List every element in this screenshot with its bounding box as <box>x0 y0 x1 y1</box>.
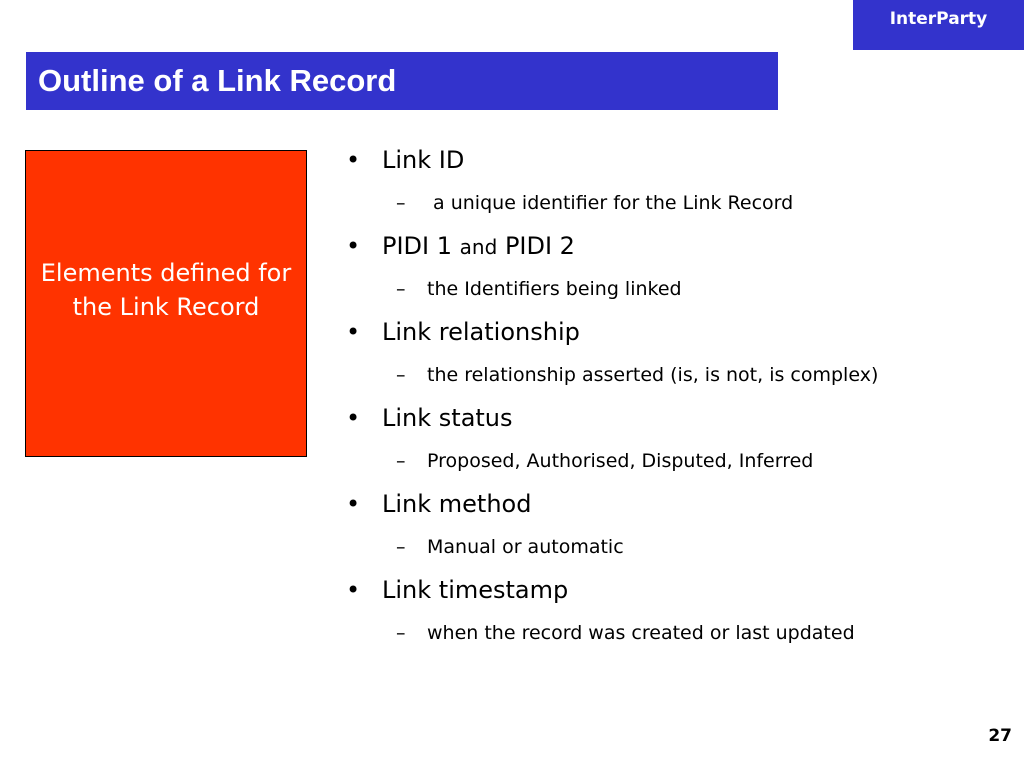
sub-point-row: – Manual or automatic <box>340 524 1010 570</box>
sub-point-text: a unique identifier for the Link Record <box>427 192 794 214</box>
point-label-and: and <box>459 235 498 259</box>
sub-point-text: when the record was created or last upda… <box>427 622 855 644</box>
point-row: • Link method <box>340 484 1010 524</box>
point-row: • Link ID <box>340 140 1010 180</box>
sub-point-row: – a unique identifier for the Link Recor… <box>340 180 1010 226</box>
page-number: 27 <box>988 726 1012 746</box>
bullet-icon: • <box>346 232 361 260</box>
title-bar: Outline of a Link Record <box>26 52 778 110</box>
point-row: • Link relationship <box>340 312 1010 352</box>
sub-point-text: Manual or automatic <box>427 536 624 558</box>
point-label: Link status <box>382 404 513 432</box>
bullet-icon: • <box>346 490 361 518</box>
list-item-link-id: • Link ID – a unique identifier for the … <box>340 140 1010 226</box>
list-item-link-timestamp: • Link timestamp – when the record was c… <box>340 570 1010 656</box>
slide-title: Outline of a Link Record <box>38 63 397 98</box>
sub-point-text: the relationship asserted (is, is not, i… <box>427 364 879 386</box>
point-label-pidi-1: PIDI 1 <box>382 232 453 260</box>
bullet-icon: • <box>346 146 361 174</box>
dash-icon: – <box>396 622 406 644</box>
sub-point-row: – when the record was created or last up… <box>340 610 1010 656</box>
elements-callout-box: Elements defined for the Link Record <box>25 150 307 457</box>
dash-icon: – <box>396 278 406 300</box>
sub-point-text: Proposed, Authorised, Disputed, Inferred <box>427 450 814 472</box>
list-item-pidi: • PIDI 1 and PIDI 2 – the Identifiers be… <box>340 226 1010 312</box>
outline-list: • Link ID – a unique identifier for the … <box>340 140 1010 656</box>
point-row: • PIDI 1 and PIDI 2 <box>340 226 1010 266</box>
sub-point-row: – Proposed, Authorised, Disputed, Inferr… <box>340 438 1010 484</box>
bullet-icon: • <box>346 404 361 432</box>
point-label: Link relationship <box>382 318 580 346</box>
list-item-link-method: • Link method – Manual or automatic <box>340 484 1010 570</box>
bullet-icon: • <box>346 576 361 604</box>
point-label: Link ID <box>382 146 465 174</box>
callout-text: Elements defined for the Link Record <box>40 259 292 321</box>
sub-point-text: the Identifiers being linked <box>427 278 682 300</box>
dash-icon: – <box>396 364 406 386</box>
point-row: • Link status <box>340 398 1010 438</box>
bullet-icon: • <box>346 318 361 346</box>
sub-point-row: – the Identifiers being linked <box>340 266 1010 312</box>
point-label: Link method <box>382 490 532 518</box>
dash-icon: – <box>396 450 406 472</box>
point-label-pidi-2: PIDI 2 <box>504 232 575 260</box>
list-item-link-relationship: • Link relationship – the relationship a… <box>340 312 1010 398</box>
list-item-link-status: • Link status – Proposed, Authorised, Di… <box>340 398 1010 484</box>
point-label: Link timestamp <box>382 576 569 604</box>
sub-point-row: – the relationship asserted (is, is not,… <box>340 352 1010 398</box>
point-row: • Link timestamp <box>340 570 1010 610</box>
brand-logo: InterParty <box>853 0 1024 50</box>
dash-icon: – <box>396 192 406 214</box>
dash-icon: – <box>396 536 406 558</box>
